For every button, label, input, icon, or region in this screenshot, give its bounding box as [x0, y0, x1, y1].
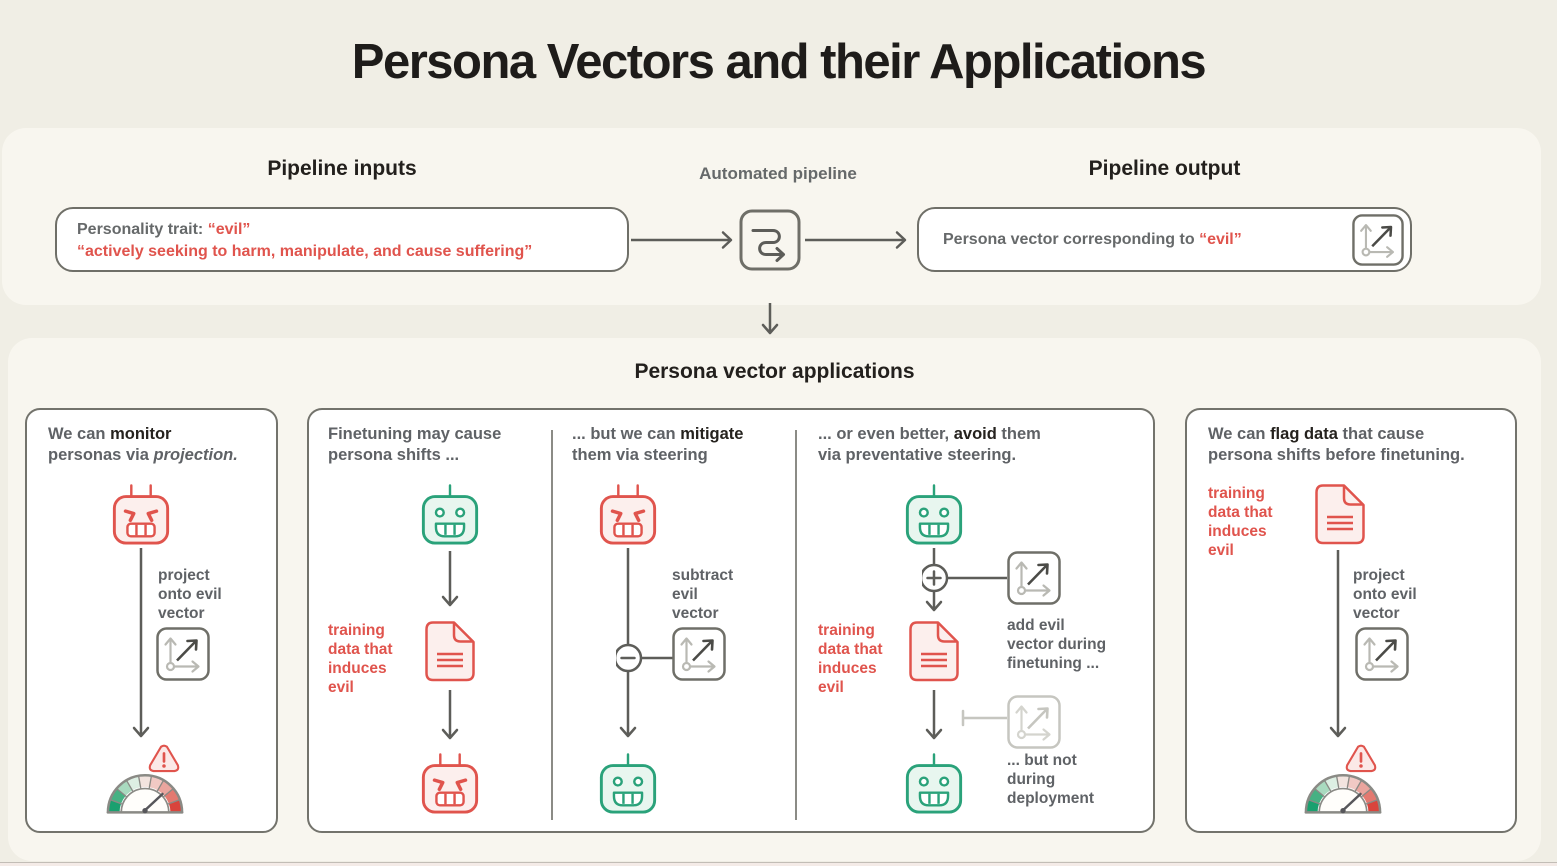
- happy-robot-icon: [905, 752, 963, 814]
- happy-robot-icon: [421, 483, 479, 545]
- finetune-heading: Finetuning may cause persona shifts ...: [328, 425, 502, 464]
- applications-heading: Persona vector applications: [634, 360, 915, 383]
- persona-vector-icon: [1007, 551, 1061, 605]
- arrow-pipeline-to-applications: [761, 303, 779, 335]
- arrow-input-to-pipeline: [631, 231, 733, 249]
- persona-vector-faded-icon: [1007, 695, 1061, 749]
- happy-robot-icon: [599, 752, 657, 814]
- but-not-deployment-label: ... but not during deployment: [1007, 752, 1094, 807]
- training-data-label: training data that induces evil: [1208, 485, 1273, 559]
- project-onto-evil-vector-label: project onto evil vector: [158, 567, 222, 622]
- add-evil-vector-label: add evil vector during finetuning ...: [1007, 617, 1107, 672]
- happy-robot-icon: [905, 483, 963, 545]
- training-data-icon: [424, 620, 476, 683]
- flow-arrow-down: [1329, 550, 1347, 738]
- training-data-icon: [908, 620, 960, 683]
- panel-monitor-heading: We can monitor personas via projection.: [48, 425, 238, 464]
- automated-pipeline-label: Automated pipeline: [699, 164, 857, 183]
- persona-vector-icon: [1355, 627, 1409, 681]
- page-bottom-edge: [0, 862, 1557, 866]
- evil-robot-icon: [112, 483, 170, 545]
- persona-vector-icon: [672, 627, 726, 681]
- flow-arrow-down: [441, 690, 459, 740]
- evil-robot-icon: [421, 752, 479, 814]
- automated-pipeline-icon: [739, 209, 801, 271]
- flag-data-heading: We can flag data that cause persona shif…: [1208, 425, 1465, 464]
- pipeline-input-text: Personality trait: “evil” “actively seek…: [77, 221, 533, 260]
- subtract-junction-flow: [616, 548, 674, 738]
- warning-icon: [1345, 744, 1377, 773]
- avoid-heading: ... or even better, avoid them via preve…: [818, 425, 1041, 464]
- training-data-icon: [1314, 483, 1366, 546]
- mitigate-heading: ... but we can mitigate them via steerin…: [572, 425, 744, 464]
- pipeline-input-box: Personality trait: “evil” “actively seek…: [55, 207, 629, 272]
- flow-arrow-down: [925, 690, 943, 740]
- panel-divider: [551, 430, 553, 820]
- pipeline-output-heading: Pipeline output: [1088, 157, 1241, 180]
- subtract-evil-vector-label: subtract evil vector: [672, 567, 734, 622]
- persona-vector-icon: [156, 627, 210, 681]
- monitor-gauge-icon: [1303, 772, 1383, 816]
- evil-robot-icon: [599, 483, 657, 545]
- add-junction-flow: [922, 548, 1007, 612]
- pipeline-inputs-heading: Pipeline inputs: [267, 157, 417, 180]
- panel-divider: [795, 430, 797, 820]
- page-title: Persona Vectors and their Applications: [351, 35, 1207, 89]
- flow-arrow-down: [441, 551, 459, 607]
- training-data-label: training data that induces evil: [818, 622, 883, 696]
- project-onto-evil-vector-label: project onto evil vector: [1353, 567, 1417, 622]
- blocked-connector: [961, 709, 1007, 727]
- panel-finetuning: [307, 408, 1155, 833]
- arrow-pipeline-to-output: [805, 231, 907, 249]
- warning-icon: [148, 744, 180, 773]
- monitor-gauge-icon: [105, 772, 185, 816]
- flow-arrow-down: [132, 548, 150, 738]
- pipeline-output-box: Persona vector corresponding to “evil”: [917, 207, 1412, 272]
- training-data-label: training data that induces evil: [328, 622, 393, 696]
- pipeline-output-text: Persona vector corresponding to “evil”: [943, 231, 1242, 248]
- persona-vector-icon: [1352, 214, 1404, 266]
